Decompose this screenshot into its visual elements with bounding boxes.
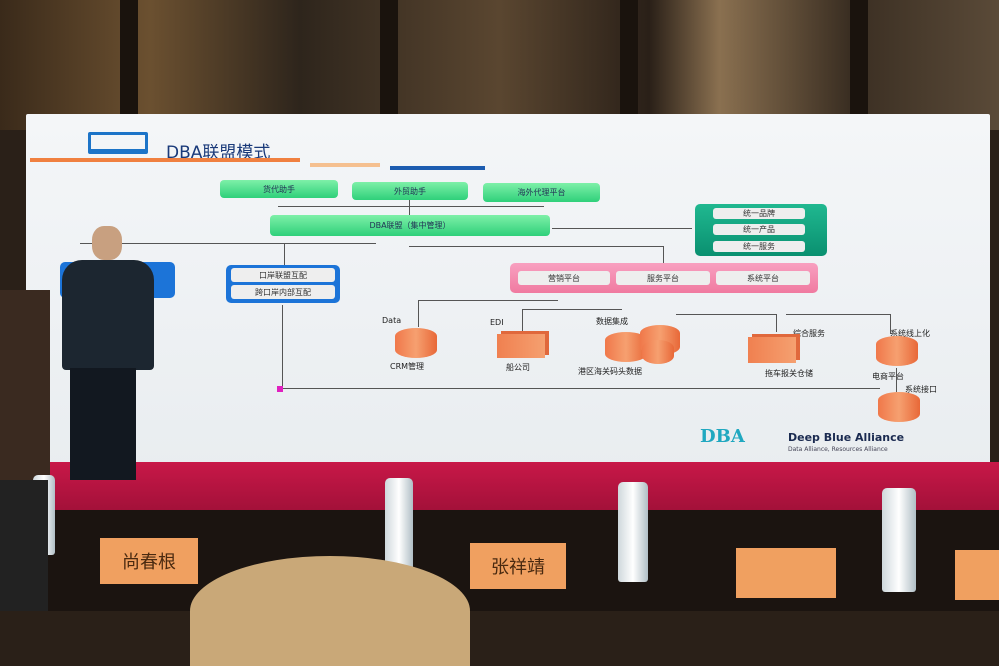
cross-port: 跨口岸内部互配 xyxy=(231,285,335,299)
box-dba-alliance: DBA联盟（集中管理） xyxy=(270,215,550,236)
name-card: 尚春根 xyxy=(100,538,198,584)
logo-tagline: Data Alliance, Resources Alliance xyxy=(788,446,888,453)
pillar xyxy=(380,0,398,130)
pillar xyxy=(120,0,138,130)
connector xyxy=(80,243,376,244)
node-trucking: 拖车报关仓储 xyxy=(765,369,813,378)
box-trade-assistant: 外贸助手 xyxy=(352,182,468,200)
port-alliance: 口岸联盟互配 xyxy=(231,268,335,282)
connector xyxy=(418,300,419,327)
unify-brand: 统一品牌 xyxy=(713,208,805,219)
title-underline xyxy=(390,166,485,170)
connector xyxy=(409,200,410,215)
venue-background xyxy=(0,0,999,130)
connector xyxy=(284,243,285,265)
title-underline xyxy=(30,158,300,162)
projection-screen xyxy=(26,114,990,470)
dba-logo: DBA xyxy=(700,426,745,447)
connector xyxy=(522,309,622,310)
speaker-body xyxy=(62,260,154,370)
connector xyxy=(676,314,776,315)
label-service: 综合服务 xyxy=(793,329,825,338)
port-group: 口岸联盟互配 跨口岸内部互配 xyxy=(226,265,340,303)
database-icon xyxy=(642,340,674,364)
connector xyxy=(890,314,891,334)
title-underline xyxy=(310,163,380,167)
database-icon xyxy=(878,392,920,422)
connector xyxy=(776,314,777,332)
unify-product: 统一产品 xyxy=(713,224,805,235)
connector xyxy=(278,206,544,207)
connector xyxy=(786,314,890,315)
connector xyxy=(280,388,880,389)
connector xyxy=(552,228,692,229)
service-platform: 服务平台 xyxy=(616,271,710,285)
box-freight-assistant: 货代助手 xyxy=(220,180,338,198)
cube-icon xyxy=(497,334,545,358)
unify-group: 统一品牌 统一产品 统一服务 xyxy=(695,204,827,256)
connector xyxy=(663,246,664,263)
platform-group: 营销平台 服务平台 系统平台 xyxy=(510,263,818,293)
cube-icon xyxy=(748,337,796,363)
laptop-icon xyxy=(88,132,148,154)
node-ecommerce: 电商平台 xyxy=(872,372,904,381)
speaker-legs xyxy=(70,368,136,480)
marketing-platform: 营销平台 xyxy=(518,271,610,285)
node-port-data: 港区海关码头数据 xyxy=(578,367,642,376)
speaker-head xyxy=(92,226,122,260)
node-shipping: 船公司 xyxy=(506,363,530,372)
water-bottle xyxy=(618,482,648,582)
audience-head xyxy=(190,556,470,666)
audience-member xyxy=(0,480,48,611)
water-bottle xyxy=(882,488,916,592)
pillar xyxy=(850,0,868,130)
pillar xyxy=(620,0,638,130)
name-card xyxy=(955,550,999,600)
podium xyxy=(0,290,50,480)
connector xyxy=(418,300,558,301)
name-card xyxy=(736,548,836,598)
label-integration: 数据集成 xyxy=(596,317,628,326)
node-crm: CRM管理 xyxy=(390,362,425,371)
label-data: Data xyxy=(382,316,402,325)
label-edi: EDI xyxy=(490,318,504,327)
connector xyxy=(896,368,897,392)
stage xyxy=(0,462,999,514)
label-online: 系统线上化 xyxy=(890,329,930,338)
logo-name: Deep Blue Alliance xyxy=(788,431,905,444)
label-interface: 系统接口 xyxy=(905,385,937,394)
database-icon xyxy=(395,328,437,358)
database-icon xyxy=(876,336,918,366)
unify-service: 统一服务 xyxy=(713,241,805,252)
name-card: 张祥靖 xyxy=(470,543,566,589)
box-overseas-agent: 海外代理平台 xyxy=(483,183,600,202)
water-bottle xyxy=(385,478,413,574)
system-platform: 系统平台 xyxy=(716,271,810,285)
connector xyxy=(282,305,283,388)
cursor-marker xyxy=(277,386,283,392)
connector xyxy=(409,246,664,247)
connector xyxy=(522,309,523,331)
